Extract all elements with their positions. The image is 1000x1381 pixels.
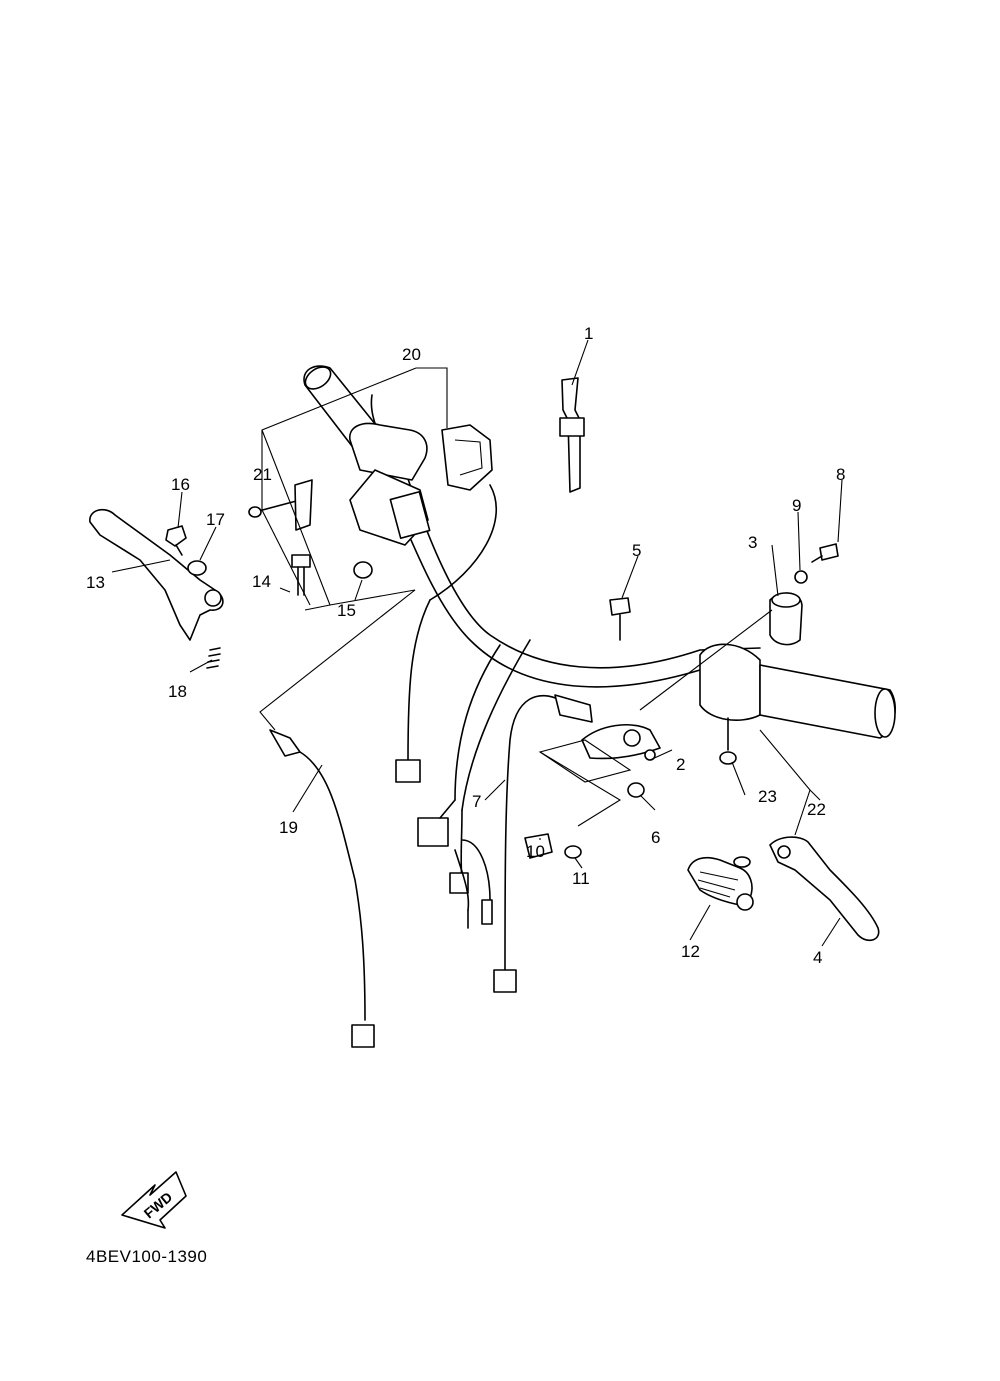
right-grip	[699, 592, 896, 739]
callout-19: 19	[279, 818, 298, 837]
callout-16: 16	[171, 475, 190, 494]
diagram-code: 4BEV100-1390	[86, 1247, 207, 1266]
callout-7: 7	[472, 792, 481, 811]
callout-22: 22	[807, 800, 826, 819]
callout-21: 21	[253, 465, 272, 484]
callout-13: 13	[86, 573, 105, 592]
cable-tie	[559, 377, 585, 493]
callout-5: 5	[632, 541, 641, 560]
left-switch-assembly	[349, 422, 498, 601]
callout-15: 15	[337, 601, 356, 620]
callout-3: 3	[748, 533, 757, 552]
clutch-switch-lead	[493, 694, 593, 993]
fwd-arrow-icon: FWD	[121, 1171, 187, 1229]
callout-18: 18	[168, 682, 187, 701]
callout-labels: 1 2 3 4 5 6 7 8 9 10 11 12 13 14 15 16 1…	[86, 324, 845, 967]
callout-leaders	[111, 339, 843, 947]
clutch-cable	[269, 729, 375, 1048]
callout-11: 11	[572, 869, 590, 888]
left-lever	[89, 508, 224, 641]
callout-23: 23	[758, 787, 777, 806]
callout-4: 4	[813, 948, 822, 967]
callout-8: 8	[836, 465, 845, 484]
lever-bracket	[687, 856, 754, 911]
callout-12: 12	[681, 942, 700, 961]
lever-holder	[538, 724, 661, 783]
callout-2: 2	[676, 755, 685, 774]
callout-1: 1	[584, 324, 593, 343]
callout-17: 17	[206, 510, 225, 529]
right-lever	[769, 836, 880, 942]
callout-14: 14	[252, 572, 271, 591]
callout-10: 10	[526, 842, 545, 861]
wiring-harness	[395, 599, 531, 929]
callout-6: 6	[651, 828, 660, 847]
callout-20: 20	[402, 345, 421, 364]
callout-9: 9	[792, 496, 801, 515]
